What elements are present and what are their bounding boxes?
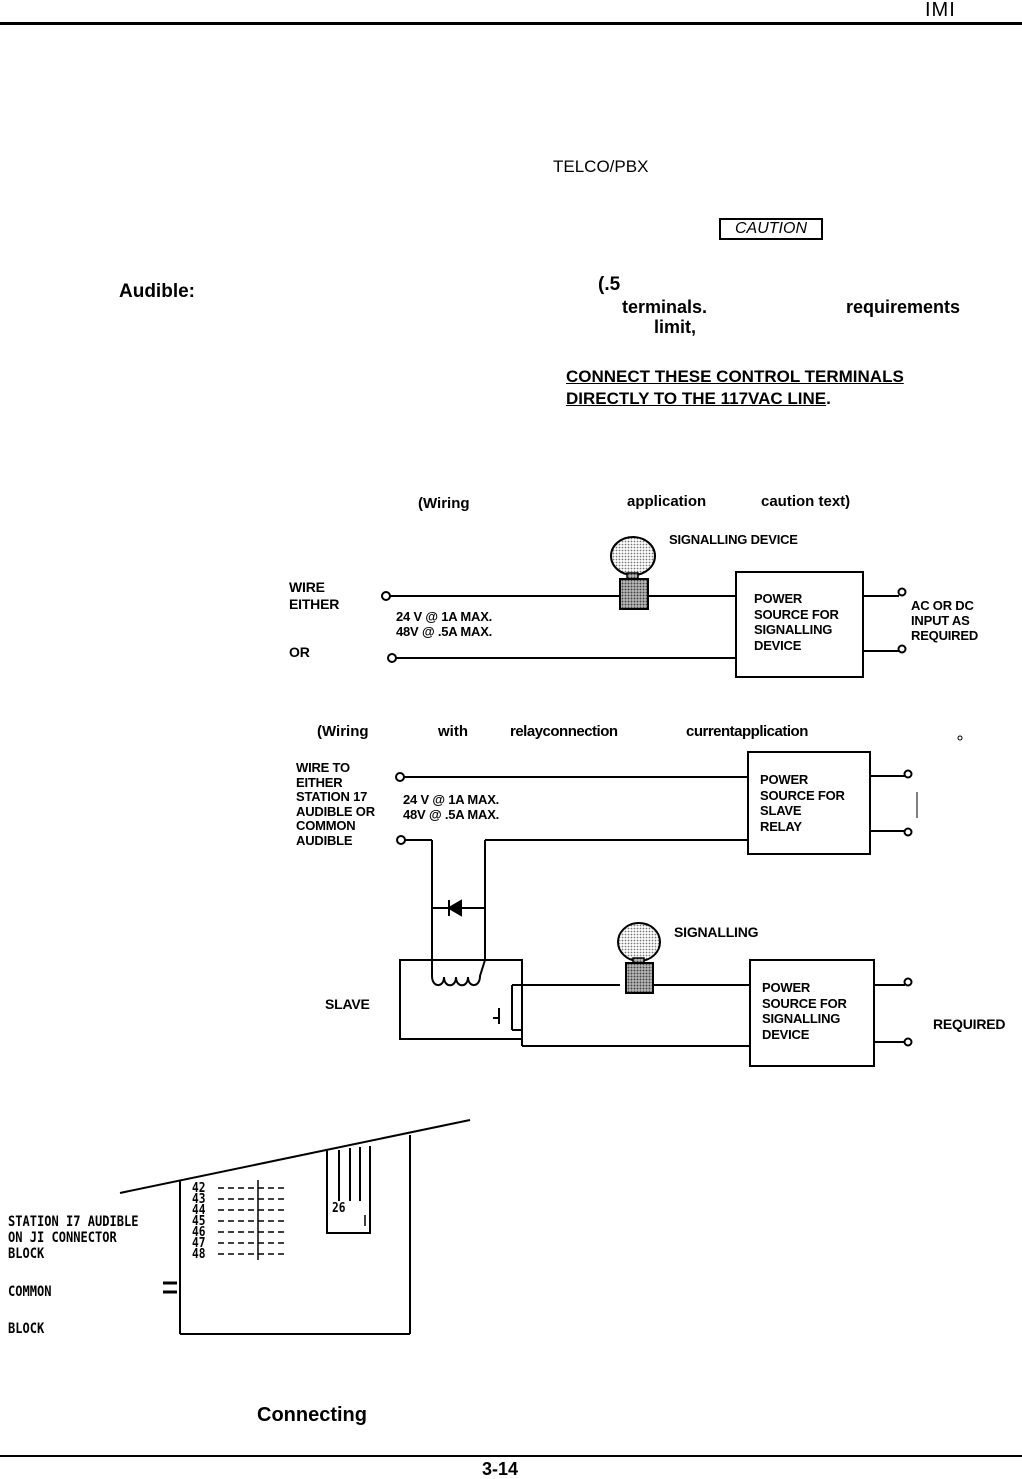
diagram1-wiring bbox=[381, 571, 907, 678]
diagram1-power-line-1: POWER bbox=[754, 591, 803, 606]
header-rule bbox=[0, 22, 1022, 25]
diagram3-pin-list: 42 43 44 45 46 47 48 bbox=[192, 1181, 206, 1262]
diagram1-power-box bbox=[735, 571, 864, 678]
diagram1-signalling-device bbox=[610, 536, 656, 610]
diagram1-caption-wiring: (Wiring bbox=[418, 495, 470, 512]
diagram3-pin-leads bbox=[218, 1180, 284, 1260]
diagram2-relay-box-text: POWER SOURCE FOR SLAVE RELAY bbox=[760, 772, 845, 834]
diagram2-device-power-box bbox=[749, 959, 875, 1067]
fragment-limit: limit, bbox=[654, 317, 697, 337]
diagram1-or-label: OR bbox=[289, 644, 310, 660]
diagram1-caption-application: application bbox=[627, 493, 707, 510]
diagram3-connector-block bbox=[119, 1119, 471, 1335]
diagram1-power-box-text: POWER SOURCE FOR SIGNALLING DEVICE bbox=[754, 591, 839, 653]
diagram1-device-label: SIGNALLING DEVICE bbox=[669, 532, 798, 547]
diagram3-pin-47: 47 bbox=[192, 1236, 206, 1251]
diagram3-station-text: STATION I7 AUDIBLE ON JI CONNECTOR BLOCK bbox=[8, 1214, 138, 1262]
diagram2-power-line-1: POWER bbox=[762, 980, 811, 995]
diagram2-wiring bbox=[395, 735, 963, 1067]
diagram2-caption-relay: relayconnection bbox=[510, 723, 618, 740]
caution-badge: CAUTION bbox=[719, 218, 823, 240]
warning-line-2: DIRECTLY TO THE 117VAC LINE. bbox=[566, 390, 831, 407]
caution-badge-text: CAUTION bbox=[735, 220, 807, 237]
diagram1-input-text: AC OR DC INPUT AS REQUIRED bbox=[911, 598, 978, 643]
footer-rule bbox=[0, 1455, 1022, 1457]
diagram3-pin-48: 48 bbox=[192, 1247, 206, 1262]
diagram3-connector-label: 26 bbox=[332, 1201, 346, 1216]
diagram1-wire-label-2: EITHER bbox=[289, 596, 340, 612]
diagram1-wire-terminal-bottom bbox=[387, 653, 397, 663]
audible-label: Audible: bbox=[119, 281, 195, 302]
diagram2-wire-line-3: STATION 17 bbox=[296, 789, 368, 804]
diagram2-power-line-2: SOURCE FOR bbox=[762, 995, 847, 1011]
diagram3-pin-45: 45 bbox=[192, 1214, 206, 1229]
diagram1-power-line-4: DEVICE bbox=[754, 637, 802, 653]
fragment-terminals: terminals. bbox=[622, 297, 708, 317]
diagram2-relay-line-3: SLAVE bbox=[760, 803, 802, 818]
diagram1-wire-terminal-top bbox=[381, 591, 391, 601]
diagram3-station-line-3: BLOCK bbox=[8, 1246, 45, 1262]
diagram2-wire-text: WIRE TO EITHER STATION 17 AUDIBLE OR COM… bbox=[296, 760, 375, 848]
fragment-requirements: requirements bbox=[846, 297, 961, 317]
diagram1-wire-label-1: WIRE bbox=[289, 579, 325, 595]
diagram3-common-label: COMMON bbox=[8, 1284, 52, 1300]
diagram2-power-box-text: POWER SOURCE FOR SIGNALLING DEVICE bbox=[762, 980, 847, 1042]
diagram2-slave-relay-box bbox=[399, 959, 523, 1040]
diagram3-pin-46: 46 bbox=[192, 1225, 206, 1240]
fragment-5: (.5 bbox=[598, 274, 621, 295]
diagram1-power-line-2: SOURCE FOR bbox=[754, 606, 839, 622]
diagram3-pin-42: 42 bbox=[192, 1181, 206, 1196]
diagram2-relay-line-4: RELAY bbox=[760, 818, 802, 834]
diagram1-input-line-1: AC OR DC bbox=[911, 598, 974, 613]
diagram3-station-line-1: STATION I7 AUDIBLE bbox=[8, 1214, 139, 1230]
diagram1-input-line-2: INPUT AS bbox=[911, 613, 970, 628]
diagram1-rating-2: 48V @ .5A MAX. bbox=[396, 624, 493, 639]
diagram3-block-label: BLOCK bbox=[8, 1321, 45, 1337]
diagram2-rating-2: 48V @ .5A MAX. bbox=[403, 807, 500, 822]
diagram2-relay-line-2: SOURCE FOR bbox=[760, 787, 845, 803]
diagram2-required-label: REQUIRED bbox=[933, 1016, 1006, 1032]
diagram2-device-label: SIGNALLING bbox=[674, 924, 759, 940]
diagram2-relay-power-box bbox=[747, 751, 871, 855]
diagram2-slave-label: SLAVE bbox=[325, 996, 370, 1012]
diagram2-relay-line-1: POWER bbox=[760, 772, 809, 787]
diagram2-signalling-device bbox=[617, 922, 661, 994]
diagram1-rating-1: 24 V @ 1A MAX. bbox=[396, 609, 493, 624]
diagram3-station-line-2: ON JI CONNECTOR bbox=[8, 1230, 117, 1246]
warning-line-2-text: DIRECTLY TO THE 117VAC LINE bbox=[566, 389, 827, 408]
figure-caption: Connecting bbox=[257, 1404, 367, 1426]
diagram1-input-line-3: REQUIRED bbox=[911, 628, 979, 643]
diagram2-caption-current: currentapplication bbox=[686, 723, 808, 740]
header-brand: IMI bbox=[925, 0, 956, 21]
diagram3-pin-43: 43 bbox=[192, 1192, 206, 1207]
diagram1-power-line-3: SIGNALLING bbox=[754, 622, 833, 637]
page-number: 3-14 bbox=[482, 1459, 519, 1479]
diagram2-caption-with: with bbox=[438, 723, 468, 740]
diagram2-wire-line-5: COMMON bbox=[296, 818, 356, 833]
diagram3-pin-44: 44 bbox=[192, 1203, 206, 1218]
diagram2-power-line-3: SIGNALLING bbox=[762, 1011, 841, 1026]
warning-period: . bbox=[826, 389, 831, 408]
diagram1-caption-caution: caution text) bbox=[761, 493, 851, 510]
diagram2-rating-1: 24 V @ 1A MAX. bbox=[403, 792, 500, 807]
diagram2-wire-line-6: AUDIBLE bbox=[296, 832, 353, 848]
diagram2-caption-wiring: (Wiring bbox=[317, 723, 369, 740]
diagram2-wire-line-1: WIRE TO bbox=[296, 760, 350, 775]
diagram2-wire-line-2: EITHER bbox=[296, 774, 343, 790]
diagram2-power-line-4: DEVICE bbox=[762, 1026, 810, 1042]
diagram2-wire-line-4: AUDIBLE OR bbox=[296, 803, 375, 819]
telco-label: TELCO/PBX bbox=[553, 157, 649, 176]
warning-line-1: CONNECT THESE CONTROL TERMINALS bbox=[566, 367, 904, 386]
